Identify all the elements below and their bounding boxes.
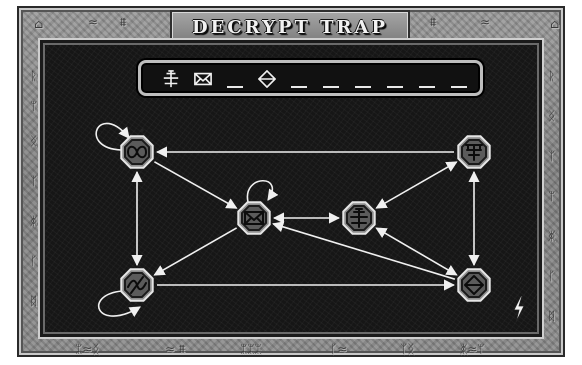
rune-node-wave-top[interactable] — [120, 135, 154, 169]
trident-rune-icon — [465, 144, 483, 161]
border-rune-icon: ᚱ — [30, 69, 38, 83]
rune-node-wave-bottom[interactable] — [120, 268, 154, 302]
border-rune-icon: ᛘ — [30, 99, 38, 113]
border-rune-icon: ᛝ — [548, 109, 556, 123]
self-loop-wave-bottom — [97, 290, 141, 318]
self-loop-wave-top — [95, 122, 130, 151]
rune-node-envelope[interactable] — [237, 201, 271, 235]
border-rune-icon: ᛤ — [30, 214, 38, 228]
border-rune-icon: ᛤ≈ᛘ — [460, 342, 485, 356]
border-rune-icon: ᛝ — [30, 134, 38, 148]
border-rune-icon: ᚴ — [30, 254, 38, 268]
window-title: DECRYPT TRAP — [192, 16, 388, 38]
envelope-rune-icon — [244, 211, 264, 225]
code-blank-slot — [385, 68, 405, 88]
border-rune-icon: ≈ ⩩ — [165, 342, 186, 356]
crossed-lines-rune-icon — [161, 68, 181, 88]
border-rune-icon: ᛥ — [548, 309, 556, 323]
border-rune-icon: ᛉ — [30, 174, 38, 188]
code-blank-slot — [321, 68, 341, 88]
border-rune-icon: ≈ — [480, 15, 491, 29]
edge-crossed-diamond — [375, 227, 458, 276]
border-rune-icon: ᛤ — [548, 229, 556, 243]
border-rune-icon: ᛯᛯᛯ — [240, 342, 262, 356]
edge-wave-top-envelope — [154, 161, 238, 209]
border-rune-icon: ᛯ≈ᛝ — [75, 342, 100, 356]
edge-diamond-envelope — [272, 221, 456, 280]
rune-node-crossed[interactable] — [342, 201, 376, 235]
edge-envelope-wave-bottom — [153, 227, 238, 276]
self-loop-envelope — [246, 180, 279, 203]
diamond-rune-icon — [464, 275, 484, 295]
border-rune-icon: ⩩ — [430, 15, 437, 29]
edge-crossed-trident — [375, 161, 458, 209]
code-blank-slot — [449, 68, 469, 88]
border-rune-icon: ᚴ≈ — [330, 342, 348, 356]
border-rune-icon: ᛘ — [548, 189, 556, 203]
wave-slash-rune-icon — [127, 276, 147, 294]
envelope-rune-icon — [193, 68, 213, 88]
border-rune-icon: ᚱ — [548, 69, 556, 83]
code-sequence-panel — [138, 60, 483, 96]
code-blank-slot — [417, 68, 437, 88]
lightning-bolt-icon — [513, 296, 525, 322]
code-blank-slot — [353, 68, 373, 88]
border-rune-icon: ᛉ — [548, 149, 556, 163]
code-blank-slot — [289, 68, 309, 88]
diamond-rune-icon — [257, 68, 277, 88]
rune-node-trident[interactable] — [457, 135, 491, 169]
border-rune-icon: ᛉᛝ — [400, 342, 415, 356]
code-blank-slot — [225, 68, 245, 88]
double-loop-rune-icon — [127, 145, 147, 159]
title-plate: DECRYPT TRAP — [170, 10, 410, 44]
border-rune-icon: ⩩ — [120, 15, 127, 29]
corner-rune-icon: ⌂ — [550, 17, 560, 31]
border-rune-icon: ≈ — [88, 15, 99, 29]
border-rune-icon: ᛥ — [30, 294, 38, 308]
border-rune-icon: ᚴ — [548, 269, 556, 283]
rune-node-diamond[interactable] — [457, 268, 491, 302]
corner-rune-icon: ⌂ — [34, 17, 44, 31]
crossed-lines-rune-icon — [350, 208, 368, 228]
